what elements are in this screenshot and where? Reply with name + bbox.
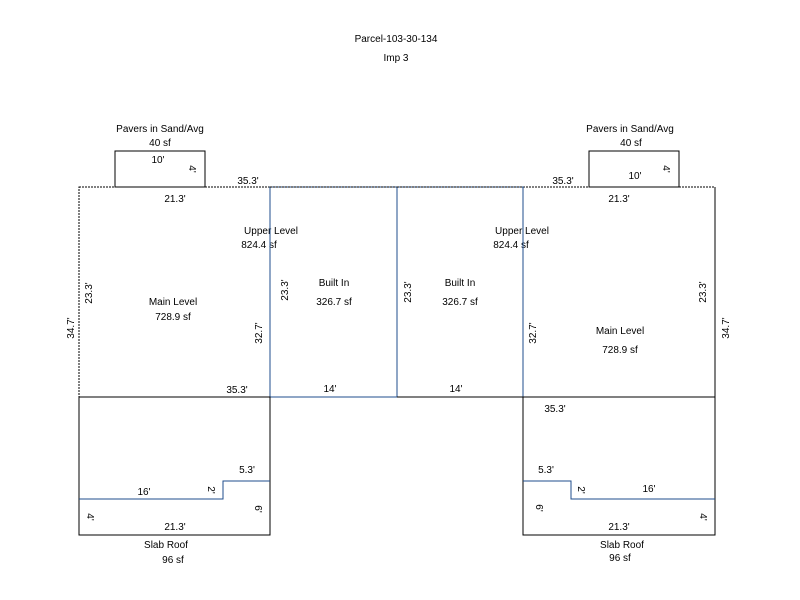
slab-left-dim-6: 6' [252, 505, 263, 513]
builtin-right-name: Built In [445, 278, 476, 289]
slab-right-name: Slab Roof [600, 540, 644, 551]
main-left-name: Main Level [149, 297, 197, 308]
slab-left-dim-5: 5.3' [239, 465, 255, 476]
main-left-bottom-dim-35: 35.3' [226, 385, 247, 396]
slab-left-dim-4: 4' [84, 513, 95, 521]
main-level-left-outline [78, 186, 271, 398]
main-right-top-dim-35: 35.3' [552, 176, 573, 187]
pavers-right-name: Pavers in Sand/Avg [586, 124, 674, 135]
main-right-inner-dim-32: 32.7' [528, 322, 539, 343]
main-left-top-dim-21: 21.3' [164, 194, 185, 205]
slab-right-dim-5: 5.3' [538, 465, 554, 476]
main-left-side-dim-23: 23.3' [84, 282, 95, 303]
main-level-right-outline [522, 186, 716, 398]
pavers-left-width-dim: 10' [151, 155, 164, 166]
slab-left-dim-21: 21.3' [164, 522, 185, 533]
pavers-left-area: 40 sf [149, 138, 171, 149]
upper-right-name: Upper Level [495, 226, 549, 237]
main-left-area: 728.9 sf [155, 312, 191, 323]
main-left-top-dim-35: 35.3' [237, 176, 258, 187]
parcel-title: Parcel-103-30-134 [355, 34, 438, 45]
slab-right-dim-16: 16' [642, 484, 655, 495]
main-right-side-dim-23: 23.3' [698, 281, 709, 302]
main-right-name: Main Level [596, 326, 644, 337]
upper-left-name: Upper Level [244, 226, 298, 237]
pavers-right-area: 40 sf [620, 138, 642, 149]
slab-right-outline [522, 396, 716, 536]
builtin-right-outline [396, 186, 524, 398]
main-left-inner-dim-32: 32.7' [254, 322, 265, 343]
slab-right-dim-6: 6' [533, 504, 544, 512]
pavers-right-depth-dim: 4' [660, 165, 671, 173]
slab-right-dim-21: 21.3' [608, 522, 629, 533]
slab-right-dim-4: 4' [697, 513, 708, 521]
slab-left-step [79, 480, 270, 500]
slab-left-dim-16: 16' [137, 487, 150, 498]
builtin-left-side-dim: 23.3' [280, 279, 291, 300]
main-right-area: 728.9 sf [602, 345, 638, 356]
main-left-outer-dim-34: 34.7' [66, 317, 77, 338]
slab-right-step [523, 480, 715, 500]
pavers-left-depth-dim: 4' [186, 165, 197, 173]
main-right-top-dim-21: 21.3' [608, 194, 629, 205]
upper-left-area: 824.4 sf [241, 240, 277, 251]
builtin-left-area: 326.7 sf [316, 297, 352, 308]
upper-right-area: 824.4 sf [493, 240, 529, 251]
slab-left-name: Slab Roof [144, 540, 188, 551]
main-right-bottom-dim-35: 35.3' [544, 404, 565, 415]
imp-label: Imp 3 [383, 53, 408, 64]
builtin-left-name: Built In [319, 278, 350, 289]
slab-right-area: 96 sf [609, 553, 631, 564]
builtin-left-bottom-dim: 14' [323, 384, 336, 395]
slab-right-dim-2: 2' [575, 486, 586, 494]
slab-left-area: 96 sf [162, 555, 184, 566]
pavers-left-name: Pavers in Sand/Avg [116, 124, 204, 135]
builtin-right-area: 326.7 sf [442, 297, 478, 308]
main-right-outer-dim-34: 34.7' [721, 317, 732, 338]
pavers-right-width-dim: 10' [628, 171, 641, 182]
builtin-right-side-dim: 23.3' [403, 281, 414, 302]
builtin-right-bottom-dim: 14' [449, 384, 462, 395]
slab-left-dim-2: 2' [205, 486, 216, 494]
slab-left-outline [78, 396, 271, 536]
